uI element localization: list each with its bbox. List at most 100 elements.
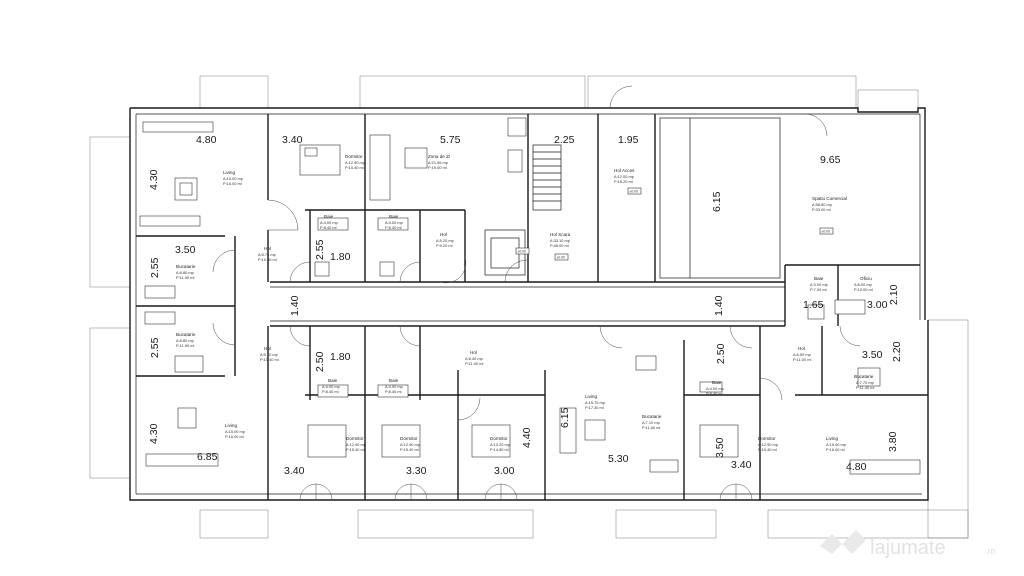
room-area: A:4.00 mp: [385, 384, 403, 389]
room-name: Oficiu: [860, 276, 872, 281]
room-area: A:12.00 mp: [614, 174, 634, 179]
dimension-label: 5.75: [440, 134, 461, 146]
room-area: A:5.20 mp: [436, 238, 454, 243]
door-swing: [504, 259, 528, 283]
room-area: A:13.20 mp: [490, 442, 510, 447]
dimension-label: 4.40: [521, 427, 533, 448]
dimension-label: 6.85: [197, 451, 218, 463]
bathtub: [317, 384, 349, 398]
sink: [507, 149, 523, 173]
room-name: Dormitor: [758, 436, 776, 441]
room-area: A:58.80 mp: [812, 202, 832, 207]
dimension-label: 3.80: [887, 431, 899, 452]
room-area: A:6.00 mp: [854, 282, 872, 287]
room-perimeter: P:16.00 ml: [223, 181, 242, 186]
sofa: [559, 407, 577, 454]
dimension-label: 6.15: [559, 407, 571, 428]
room-area: A:15.00 mp: [826, 442, 846, 447]
dining-table: [404, 147, 428, 169]
room-perimeter: P:15.40 ml: [346, 447, 365, 452]
room-area: A:15.75 mp: [585, 400, 605, 405]
room-area: A:3.00 mp: [810, 282, 828, 287]
door-swing: [289, 325, 311, 347]
dimension-labels: 4.80 3.40 5.75 2.25 1.95 9.65 4.30 6.15 …: [148, 134, 903, 477]
dimension-label: 1.80: [330, 251, 351, 263]
commercial-shop-window: [659, 117, 781, 279]
furniture: [139, 117, 921, 475]
door-balcony: [410, 483, 428, 501]
room-name: Spatiu Comercial: [812, 196, 847, 201]
door-balcony: [719, 483, 737, 501]
kitchen-counter: [144, 311, 176, 325]
room-area: A:33.10 mp: [550, 238, 570, 243]
balcony-top-1: [199, 75, 269, 109]
room-name: Baie: [712, 380, 722, 385]
tv-unit: [139, 215, 201, 227]
dimension-label: 1.80: [330, 351, 351, 363]
room-name: Bucatarie: [176, 264, 196, 269]
balcony-bottom-3: [615, 509, 717, 539]
washbasin: [635, 355, 657, 371]
kitchen-counter: [649, 459, 679, 473]
room-perimeter: P:8.40 ml: [322, 389, 339, 394]
dimension-label: 5.30: [608, 453, 629, 465]
room-perimeter: P:11.00 ml: [465, 361, 483, 366]
room-perimeter: P:33.00 ml: [812, 207, 831, 212]
room-perimeter: P:9.20 ml: [436, 243, 453, 248]
room-name: Baie: [814, 276, 824, 281]
bay-window: [857, 89, 919, 108]
balcony-top-3: [587, 75, 857, 109]
balcony-bottom-4: [767, 509, 969, 539]
door-swing: [399, 325, 421, 347]
bed: [381, 424, 421, 458]
room-perimeter: P:15.40 ml: [400, 447, 419, 452]
room-perimeter: P:16.20 ml: [614, 179, 633, 184]
balcony-bottom-2: [357, 509, 534, 539]
room-name: Dormitor: [346, 436, 364, 441]
room-name: Hol Acces: [614, 168, 635, 173]
dimension-label: 2.55: [314, 239, 326, 260]
door-swing: [729, 325, 753, 349]
room-perimeter: P:8.40 ml: [320, 225, 337, 230]
room-name: Hol: [264, 246, 271, 251]
bathtub: [317, 217, 349, 231]
door-swing: [267, 199, 299, 231]
dimension-label: 2.20: [891, 341, 903, 362]
bathtub: [699, 381, 723, 393]
door-swing: [457, 397, 481, 421]
room-name: Living: [826, 436, 838, 441]
room-perimeter: P:11.00 ml: [793, 357, 811, 362]
room-labels: Living A:15.00 mp P:16.00 ml Dormitor A:…: [176, 154, 874, 452]
balcony-top-2: [359, 75, 586, 109]
dimension-label: 2.50: [715, 343, 727, 364]
room-area: A:4.00 mp: [320, 220, 338, 225]
room-name: Baie: [389, 214, 399, 219]
dimension-label: 2.10: [888, 284, 900, 305]
washbasin: [807, 304, 825, 320]
wall-top: [130, 107, 926, 320]
room-perimeter: P:10.40 ml: [260, 357, 279, 362]
room-perimeter: P:11.90 ml: [176, 275, 194, 280]
room-name: Hol: [470, 350, 477, 355]
watermark-tld: .ro: [985, 546, 996, 556]
dimension-label: 2.55: [149, 257, 161, 278]
room-area: A:7.70 mp: [856, 380, 874, 385]
room-perimeter: P:16.00 ml: [225, 434, 244, 439]
watermark-brand: lajumate: [870, 537, 946, 559]
door-balcony: [735, 483, 753, 501]
level-tags: ±0.00 ±0.00 ±0.00 ±0.00: [515, 187, 834, 261]
sofa: [142, 121, 214, 133]
dimension-label: 3.50: [175, 244, 196, 256]
armchair-seat: [179, 182, 193, 196]
bed: [699, 424, 739, 458]
room-name: Hol: [264, 346, 271, 351]
room-perimeter: P:19.00 ml: [428, 165, 447, 170]
door-balcony: [394, 483, 412, 501]
room-area: A:8.80 mp: [176, 338, 194, 343]
level-tag: ±0.00: [630, 190, 639, 194]
door-swing: [804, 113, 828, 137]
dimension-label: 3.50: [862, 349, 883, 361]
doors: [212, 85, 861, 501]
sofa: [145, 453, 219, 467]
